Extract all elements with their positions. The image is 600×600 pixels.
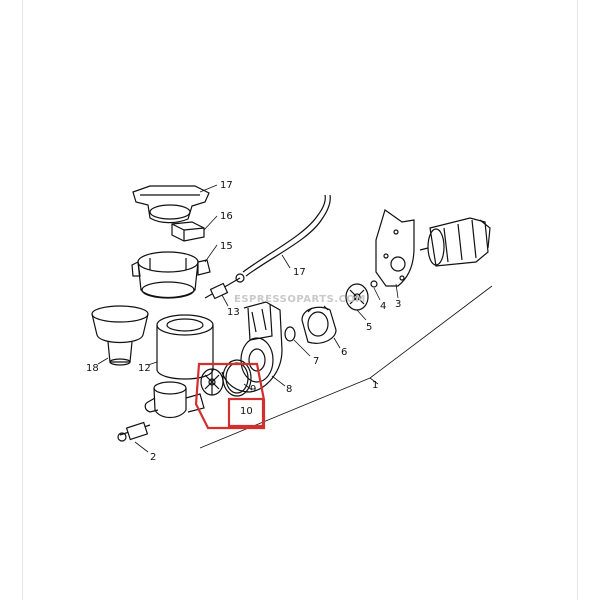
label-12: 12 [138,363,151,374]
label-1: 1 [372,380,378,391]
frame-border-left [22,0,23,600]
label-10: 10 [240,406,253,417]
label-16: 17 [220,180,233,191]
part-15-block [171,215,218,242]
frame-border-right [577,0,578,600]
part-1-assembly-bracket [199,285,493,449]
part-10-impeller [200,368,224,396]
label-15: 16 [220,211,233,222]
part-7-ring [284,326,311,357]
highlight-boxes [194,362,266,430]
watermark-text: ESPRESSOPARTS.COM [234,294,366,305]
part-5-fan [345,283,369,321]
label-3: 3 [395,299,401,310]
part-14-container [131,244,218,299]
label-6: 6 [341,347,347,358]
label-18: 18 [86,363,99,374]
label-7: 7 [313,356,319,367]
part-2-inlet-fitting [117,421,151,453]
label-2: 2 [150,452,156,463]
part-18-funnel [91,305,149,366]
part-17-tube [242,194,331,277]
label-5: 5 [366,322,372,333]
part-13-valve [204,273,245,307]
label-13: 13 [227,307,240,318]
motor-assembly [419,217,491,267]
part-8-pump-body [221,301,286,393]
part-6-housing [301,305,341,349]
part-elbow-outlet [144,381,205,419]
part-16-top-cap [132,184,218,224]
part-12-chamber [147,314,214,380]
label-8: 8 [286,384,292,395]
part-3-motor-plate [375,209,415,299]
highlight-label-10 [227,397,265,428]
label-4: 4 [380,301,386,312]
label-9: 9 [250,384,256,395]
label-17: 17 [293,267,306,278]
part-4-screw [370,280,381,301]
part-9-o-ring [222,359,253,397]
highlight-frame-9-10 [194,362,266,430]
label-14: 15 [220,241,233,252]
